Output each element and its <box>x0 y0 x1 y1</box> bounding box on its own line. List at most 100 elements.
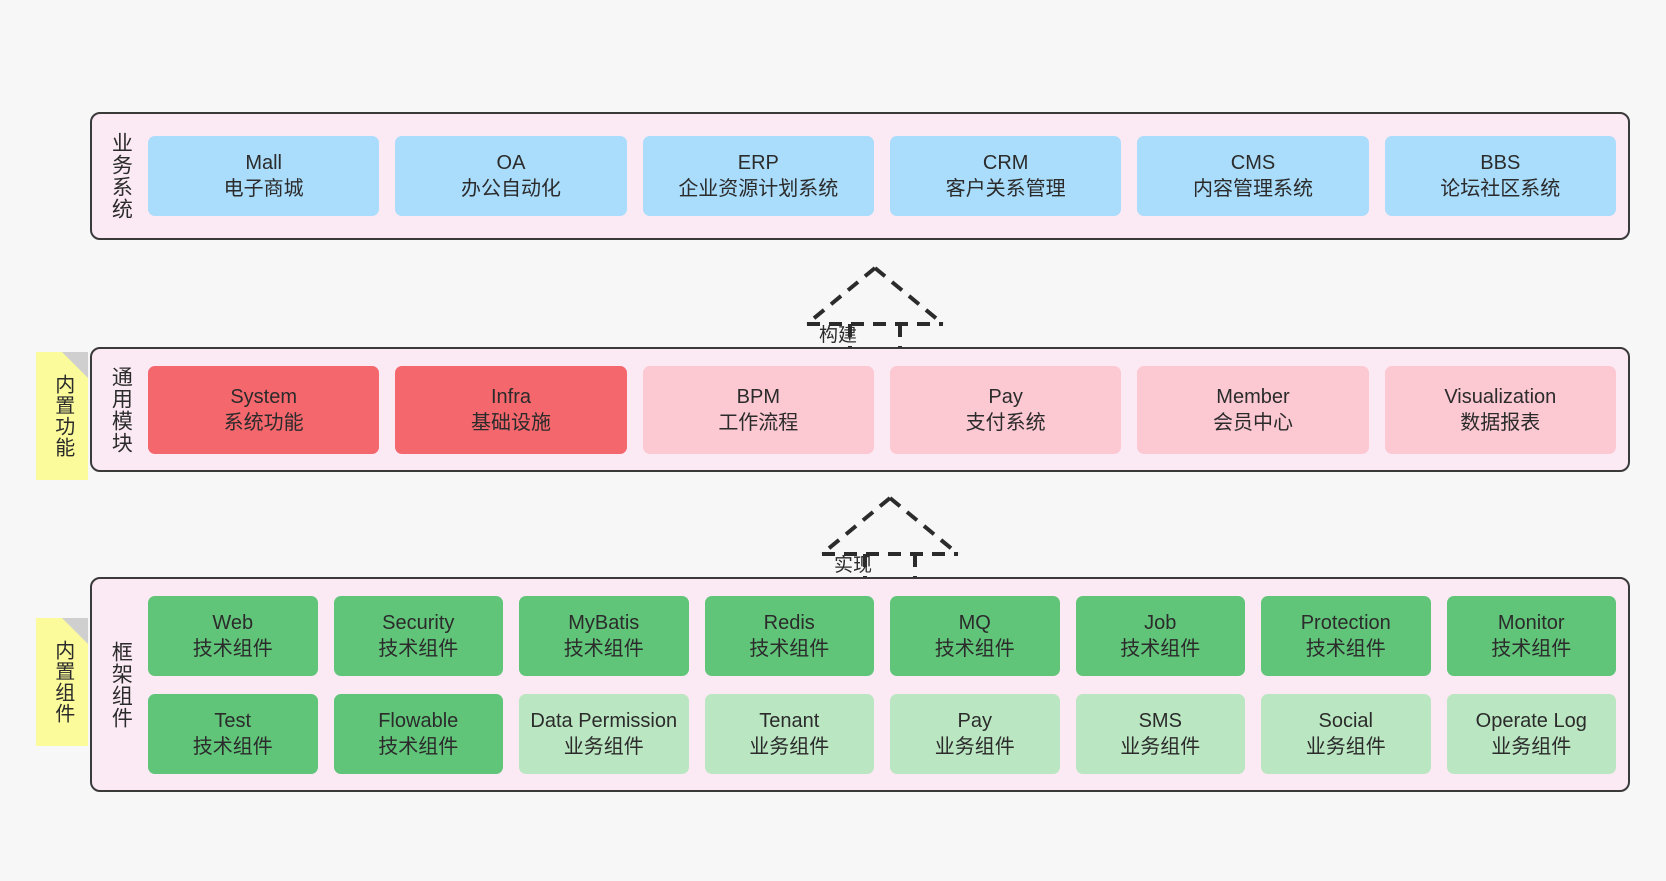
connector-label-implement: 实现 <box>834 555 873 576</box>
node-title-cn: 技术组件 <box>192 637 273 660</box>
arrowhead-right-edge <box>873 266 945 326</box>
node-system[interactable]: System 系统功能 <box>148 365 380 454</box>
node-flowable[interactable]: Flowable 技术组件 <box>333 693 503 774</box>
node-title-cn: 内容管理系统 <box>1192 178 1313 200</box>
node-title-cn: 客户关系管理 <box>945 178 1066 200</box>
node-bpm[interactable]: BPM 工作流程 <box>642 365 874 454</box>
node-title-cn: 论坛社区系统 <box>1440 178 1561 200</box>
node-title-en: Pay <box>957 709 992 732</box>
layer-title-framework: 框架组件 <box>109 640 133 729</box>
node-title-en: Redis <box>763 611 815 634</box>
layer-business-systems: 业务系统 Mall 电子商城 OA 办公自动化 ERP 企业资源计划系统 CRM… <box>90 112 1630 240</box>
node-web[interactable]: Web 技术组件 <box>148 595 318 676</box>
node-title-cn: 工作流程 <box>718 411 799 434</box>
sticky-note-label: 内置功能 <box>51 374 74 458</box>
layer-title-modules: 通用模块 <box>109 365 133 454</box>
node-redis[interactable]: Redis 技术组件 <box>704 595 874 676</box>
node-title-en: MQ <box>958 611 991 634</box>
framework-node-row-technical: Web 技术组件 Security 技术组件 MyBatis 技术组件 Redi… <box>148 595 1616 676</box>
node-title-cn: 基础设施 <box>470 411 551 434</box>
node-pay-module[interactable]: Pay 支付系统 <box>889 365 1122 454</box>
node-title-en: BPM <box>736 385 780 408</box>
node-title-en: Test <box>214 709 252 732</box>
connector-label-build: 构建 <box>819 325 858 346</box>
node-infra[interactable]: Infra 基础设施 <box>395 365 627 454</box>
node-title-en: SMS <box>1138 709 1182 732</box>
node-title-cn: 业务组件 <box>1120 735 1201 758</box>
node-member[interactable]: Member 会员中心 <box>1137 365 1369 454</box>
arrowhead-left-edge <box>820 496 892 556</box>
node-protection[interactable]: Protection 技术组件 <box>1261 595 1431 676</box>
sticky-note-builtin-features: 内置功能 <box>36 352 88 480</box>
node-title-cn: 业务组件 <box>1491 735 1572 758</box>
layer-body-modules: System 系统功能 Infra 基础设施 BPM 工作流程 Pay 支付系统… <box>148 349 1628 470</box>
node-title-cn: 业务组件 <box>934 735 1015 758</box>
node-security[interactable]: Security 技术组件 <box>333 595 503 676</box>
node-title-cn: 技术组件 <box>563 637 644 660</box>
node-title-cn: 企业资源计划系统 <box>678 178 839 200</box>
node-bbs[interactable]: BBS 论坛社区系统 <box>1384 136 1616 216</box>
sticky-note-builtin-components: 内置组件 <box>36 618 88 746</box>
node-test[interactable]: Test 技术组件 <box>148 693 318 774</box>
node-title-cn: 电子商城 <box>223 178 304 200</box>
sticky-note-label: 内置组件 <box>51 640 74 724</box>
node-erp[interactable]: ERP 企业资源计划系统 <box>642 136 874 216</box>
node-title-en: Mall <box>245 152 282 174</box>
arrowhead-left-edge <box>805 266 877 326</box>
node-job[interactable]: Job 技术组件 <box>1075 595 1245 676</box>
node-mall[interactable]: Mall 电子商城 <box>148 136 380 216</box>
node-title-cn: 业务组件 <box>1305 735 1386 758</box>
node-title-en: Job <box>1144 611 1177 634</box>
node-title-cn: 技术组件 <box>1120 637 1201 660</box>
node-title-en: Pay <box>988 385 1023 408</box>
node-title-en: Social <box>1318 709 1373 732</box>
node-oa[interactable]: OA 办公自动化 <box>395 136 627 216</box>
node-title-cn: 数据报表 <box>1460 411 1541 434</box>
node-title-cn: 业务组件 <box>563 735 644 758</box>
node-monitor[interactable]: Monitor 技术组件 <box>1446 595 1616 676</box>
page-fold-icon <box>62 352 88 378</box>
node-title-en: Flowable <box>378 709 459 732</box>
node-title-cn: 支付系统 <box>965 411 1046 434</box>
node-title-cn: 技术组件 <box>749 637 830 660</box>
page-fold-icon <box>62 618 88 644</box>
connector-implement: 实现 <box>810 494 970 584</box>
node-pay-component[interactable]: Pay 业务组件 <box>890 693 1060 774</box>
node-title-en: Monitor <box>1497 611 1565 634</box>
node-data-permission[interactable]: Data Permission 业务组件 <box>519 693 689 774</box>
module-node-row: System 系统功能 Infra 基础设施 BPM 工作流程 Pay 支付系统… <box>148 365 1616 454</box>
node-title-cn: 技术组件 <box>1305 637 1386 660</box>
node-mybatis[interactable]: MyBatis 技术组件 <box>519 595 689 676</box>
node-title-en: BBS <box>1480 152 1521 174</box>
node-title-cn: 技术组件 <box>934 637 1015 660</box>
node-title-cn: 会员中心 <box>1212 411 1293 434</box>
node-title-en: OA <box>496 152 526 174</box>
node-title-cn: 业务组件 <box>749 735 830 758</box>
node-title-en: Infra <box>490 385 531 408</box>
layer-body-business: Mall 电子商城 OA 办公自动化 ERP 企业资源计划系统 CRM 客户关系… <box>148 114 1628 238</box>
node-visualization[interactable]: Visualization 数据报表 <box>1384 365 1616 454</box>
layer-body-framework: Web 技术组件 Security 技术组件 MyBatis 技术组件 Redi… <box>148 579 1628 790</box>
node-title-en: Tenant <box>759 709 820 732</box>
node-title-en: Security <box>382 611 455 634</box>
node-title-en: System <box>230 385 297 408</box>
node-crm[interactable]: CRM 客户关系管理 <box>889 136 1122 216</box>
business-node-row: Mall 电子商城 OA 办公自动化 ERP 企业资源计划系统 CRM 客户关系… <box>148 136 1616 216</box>
node-tenant[interactable]: Tenant 业务组件 <box>704 693 874 774</box>
layer-common-modules: 通用模块 System 系统功能 Infra 基础设施 BPM 工作流程 Pay… <box>90 347 1630 472</box>
connector-build: 构建 <box>795 264 955 354</box>
node-title-cn: 技术组件 <box>192 735 273 758</box>
node-title-en: CMS <box>1230 152 1276 174</box>
node-sms[interactable]: SMS 业务组件 <box>1075 693 1245 774</box>
node-mq[interactable]: MQ 技术组件 <box>890 595 1060 676</box>
node-title-cn: 技术组件 <box>378 637 459 660</box>
node-social[interactable]: Social 业务组件 <box>1261 693 1431 774</box>
node-title-en: Member <box>1216 385 1290 408</box>
node-title-cn: 技术组件 <box>378 735 459 758</box>
node-operate-log[interactable]: Operate Log 业务组件 <box>1446 693 1616 774</box>
node-title-en: Web <box>212 611 254 634</box>
node-cms[interactable]: CMS 内容管理系统 <box>1137 136 1369 216</box>
node-title-en: Protection <box>1300 611 1391 634</box>
layer-title-business: 业务系统 <box>109 132 133 220</box>
